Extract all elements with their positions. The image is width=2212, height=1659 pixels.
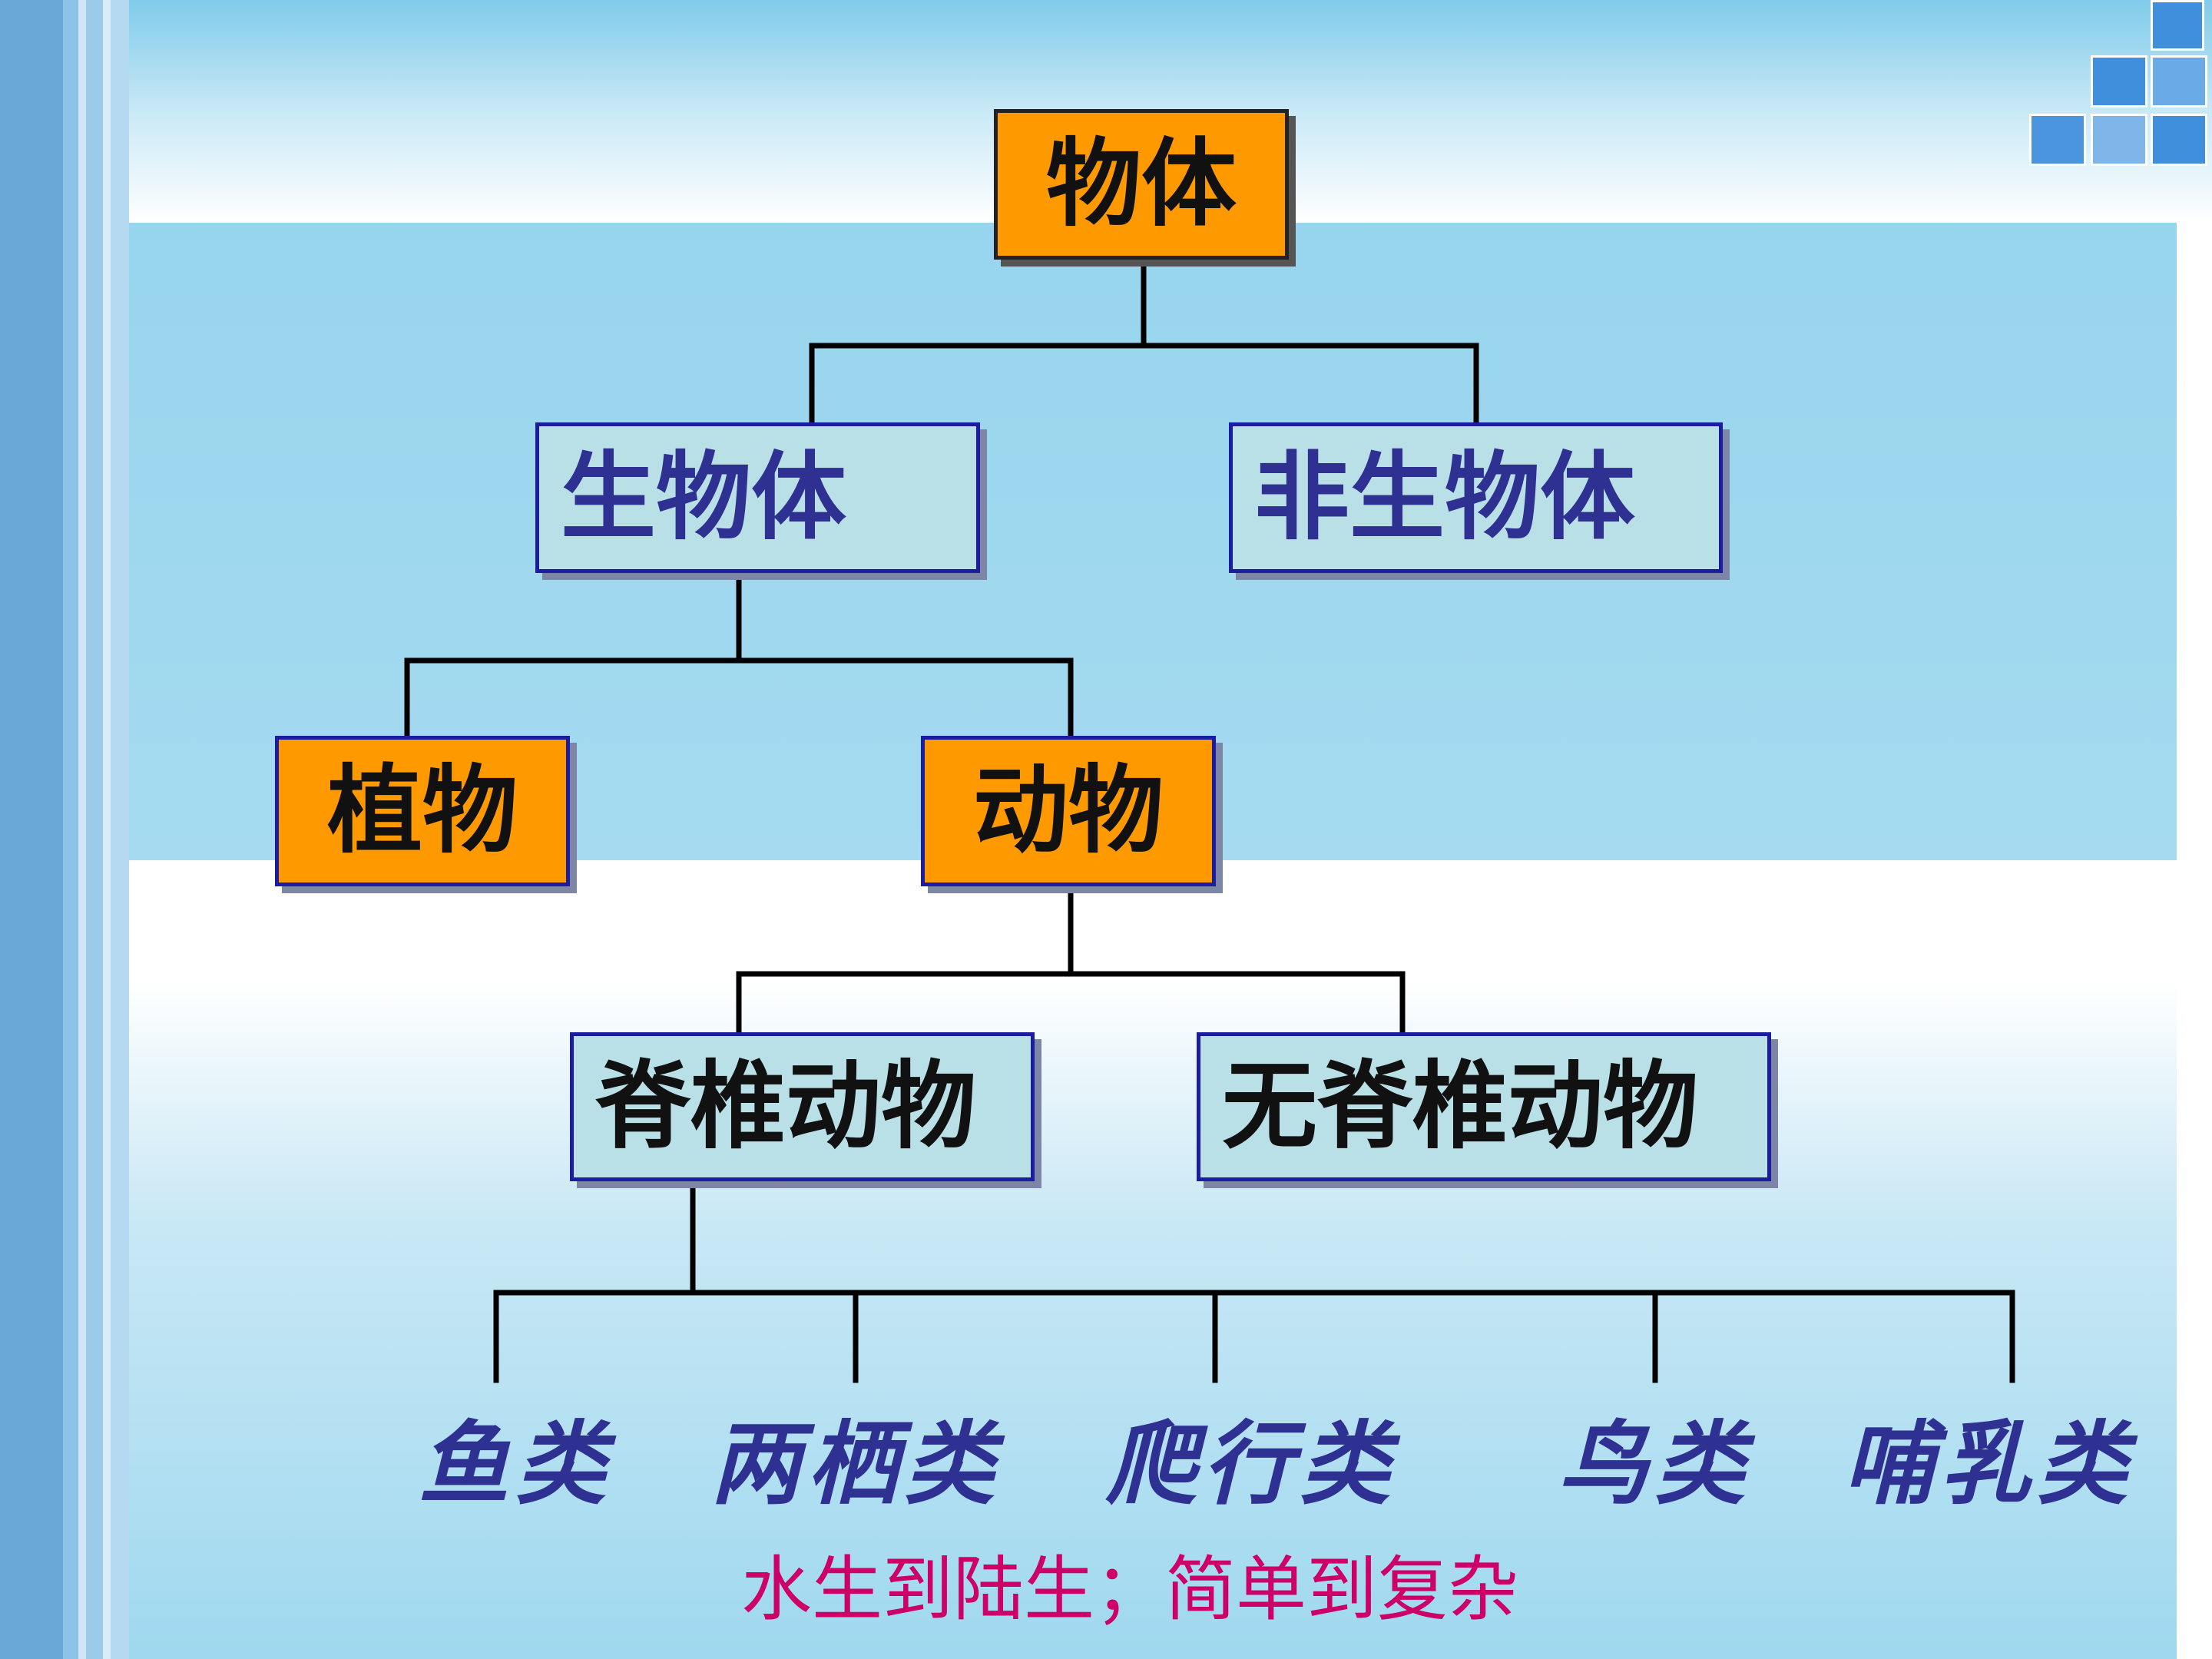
leaf-amphibians: 两栖类 — [710, 1410, 1002, 1517]
node-root-label: 物体 — [1045, 129, 1237, 240]
node-root: 物体 — [994, 109, 1289, 260]
node-animals-label: 动物 — [972, 756, 1164, 866]
node-living: 生物体 — [535, 422, 980, 573]
leaf-mammals: 哺乳类 — [1843, 1410, 2134, 1517]
node-plants-label: 植物 — [326, 756, 518, 866]
node-invertebrates-label: 无脊椎动物 — [1222, 1051, 1699, 1162]
background-right-edge — [2177, 223, 2212, 1659]
node-animals: 动物 — [921, 736, 1216, 886]
caption-evolution-trend: 水生到陆生；简单到复杂 — [741, 1548, 1519, 1631]
node-plants: 植物 — [275, 736, 570, 886]
leaf-fish: 鱼类 — [419, 1410, 613, 1517]
background-lower-area — [129, 860, 2177, 1659]
node-nonliving-label: 非生物体 — [1254, 442, 1636, 553]
node-invertebrates: 无脊椎动物 — [1197, 1032, 1771, 1181]
node-living-label: 生物体 — [561, 442, 847, 553]
node-vertebrates-label: 脊椎动物 — [595, 1051, 977, 1162]
node-nonliving: 非生物体 — [1229, 422, 1723, 573]
node-vertebrates: 脊椎动物 — [570, 1032, 1035, 1181]
leaf-reptiles: 爬行类 — [1106, 1410, 1397, 1517]
leaf-birds: 鸟类 — [1558, 1410, 1752, 1517]
